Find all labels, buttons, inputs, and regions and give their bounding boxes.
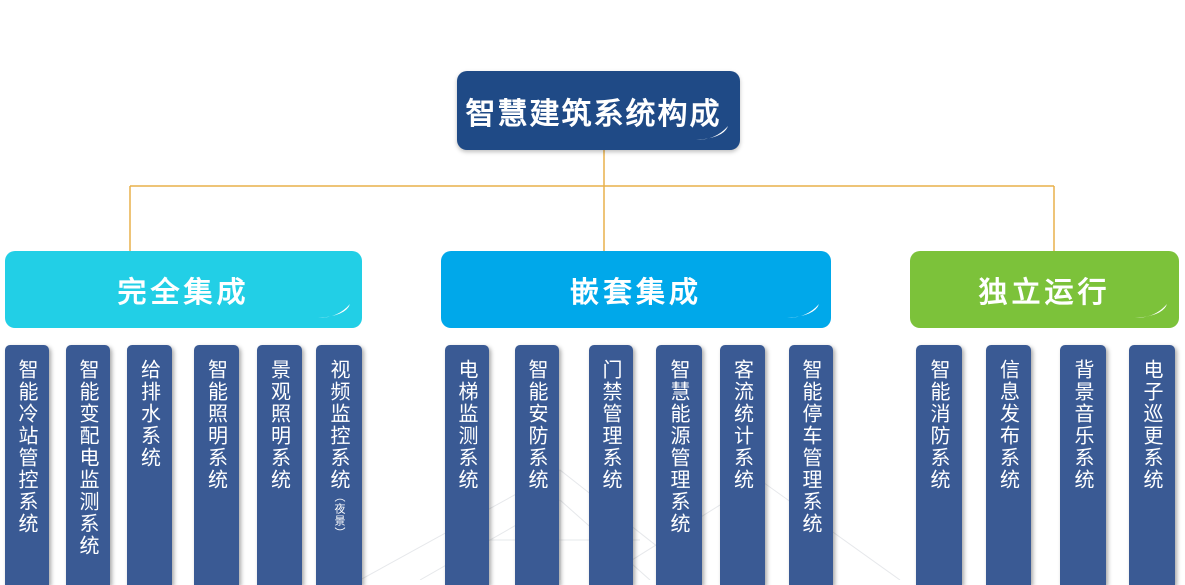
system-column: 信息发布系统 (986, 345, 1031, 585)
system-column: 智能冷站管控系统 (5, 345, 49, 585)
system-label: 智能冷站管控系统 (15, 359, 39, 535)
system-column: 智慧能源管理系统 (656, 345, 702, 585)
category-title: 嵌套集成 (569, 274, 702, 309)
system-column: 智能消防系统 (916, 345, 962, 585)
category-full-integration: 完全集成 (5, 251, 362, 328)
system-label: 给排水系统 (137, 359, 162, 469)
system-column: 客流统计系统 (720, 345, 765, 585)
category-title: 独立运行 (978, 274, 1111, 309)
system-column: 智能照明系统 (194, 345, 239, 585)
system-column: 给排水系统 (127, 345, 172, 585)
system-column: 电梯监测系统 (445, 345, 489, 585)
system-label: 智能消防系统 (927, 359, 951, 491)
system-label: 门禁管理系统 (599, 359, 623, 491)
system-label: 客流统计系统 (730, 359, 755, 491)
system-column: 电子巡更系统 (1129, 345, 1175, 585)
system-label: 智能变配电监测系统 (76, 359, 100, 557)
system-label: 智慧能源管理系统 (667, 359, 691, 535)
root-title: 智慧建筑系统构成 (465, 96, 722, 132)
system-label: 背景音乐系统 (1071, 359, 1095, 491)
system-label: 电子巡更系统 (1140, 359, 1164, 491)
system-column: 门禁管理系统 (589, 345, 633, 585)
category-title: 完全集成 (117, 274, 250, 309)
system-label: 电梯监测系统 (455, 359, 479, 491)
system-label: 智能照明系统 (204, 359, 229, 491)
system-column: 背景音乐系统 (1060, 345, 1106, 585)
system-label: 智能安防系统 (525, 359, 549, 491)
system-column: 智能安防系统 (515, 345, 559, 585)
system-column: 视频监控系统（夜景） (316, 345, 362, 585)
category-nested-integration: 嵌套集成 (441, 251, 831, 328)
system-label: 景观照明系统 (267, 359, 292, 491)
swoosh-icon (318, 304, 350, 318)
system-label-note: （夜景） (333, 491, 346, 539)
root-node: 智慧建筑系统构成 (457, 71, 740, 150)
system-label: 信息发布系统 (996, 359, 1021, 491)
system-column: 景观照明系统 (257, 345, 302, 585)
system-label: 智能停车管理系统 (799, 359, 823, 535)
swoosh-icon (1135, 304, 1167, 318)
swoosh-icon (696, 126, 728, 140)
category-standalone: 独立运行 (910, 251, 1179, 328)
system-label-main: 视频监控系统 (327, 359, 351, 491)
swoosh-icon (787, 304, 819, 318)
system-column: 智能停车管理系统 (789, 345, 833, 585)
system-label: 视频监控系统（夜景） (327, 359, 351, 585)
system-column: 智能变配电监测系统 (66, 345, 110, 585)
